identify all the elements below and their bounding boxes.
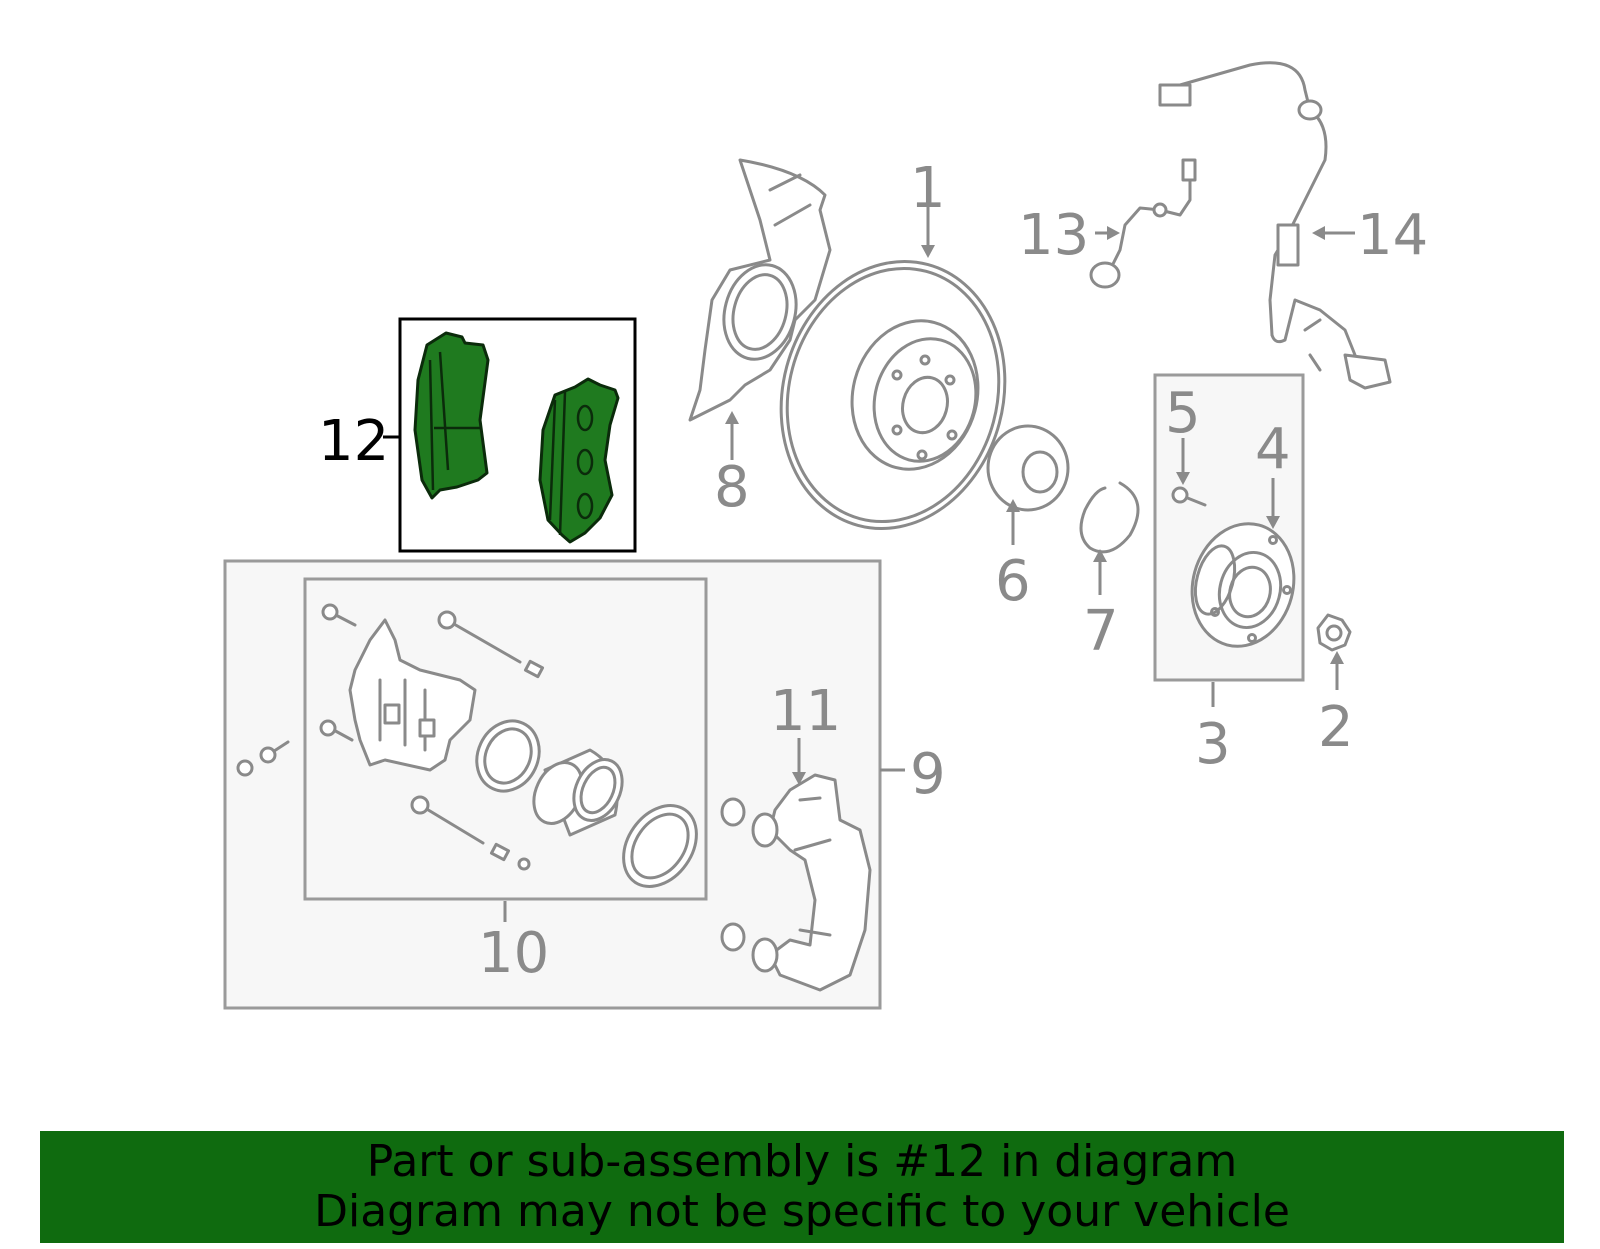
brake-rotor (779, 260, 1007, 530)
callout-6: 6 (995, 549, 1031, 614)
caliper-housing (348, 618, 477, 772)
callout-5: 5 (1165, 381, 1201, 446)
callout-10: 10 (478, 921, 549, 986)
banner-disclaimer: Diagram may not be specific to your vehi… (314, 1186, 1290, 1237)
banner-part-note: Part or sub-assembly is #12 in diagram (366, 1136, 1238, 1187)
callout-14: 14 (1357, 203, 1428, 268)
callout-1: 1 (910, 156, 946, 221)
callout-7: 7 (1083, 599, 1119, 664)
callout-2: 2 (1318, 695, 1354, 760)
brake-hose (1089, 158, 1197, 289)
dust-boot (622, 804, 698, 888)
wheel-bearing (986, 424, 1070, 512)
bleeder-screw (236, 740, 290, 777)
callout-12: 12 (318, 409, 389, 474)
leader-lines (383, 207, 1355, 922)
abs-sensor-wire (1158, 61, 1392, 390)
wheel-hub (1190, 522, 1296, 648)
piston-seal (475, 719, 541, 793)
part-info-banner: Part or sub-assembly is #12 in diagram D… (40, 1131, 1564, 1243)
caliper-piston (532, 748, 624, 837)
callout-13: 13 (1018, 203, 1089, 268)
snap-ring (1079, 481, 1140, 554)
guide-bolts (319, 603, 545, 871)
caliper-bracket (720, 773, 872, 992)
hub-bolt (1171, 486, 1207, 507)
hub-nut (1316, 613, 1352, 652)
inner-brake-pad[interactable] (413, 331, 490, 500)
dust-shield (688, 158, 832, 422)
callout-11: 11 (770, 679, 841, 744)
callout-9: 9 (910, 742, 946, 807)
callout-3: 3 (1195, 712, 1231, 777)
callout-4: 4 (1255, 417, 1291, 482)
callout-8: 8 (714, 455, 750, 520)
outer-brake-pad[interactable] (538, 377, 620, 544)
